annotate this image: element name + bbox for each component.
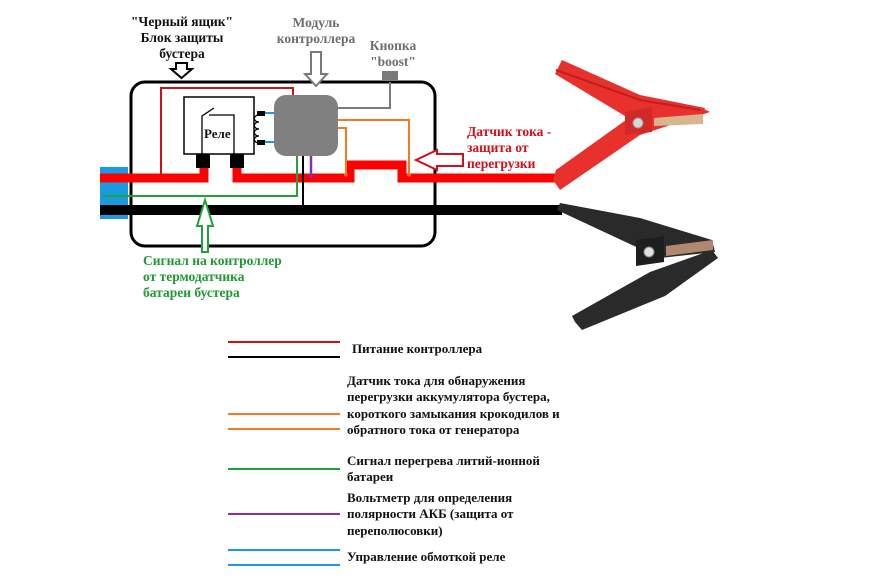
- thermo-signal-label-line: батареи бустера: [143, 285, 240, 301]
- legend-text-line: батареи: [347, 469, 394, 485]
- sensor-wire-2: [338, 119, 410, 174]
- boost-button-label: Кнопка "boost": [358, 38, 428, 70]
- thermo-signal-arrow-icon: [195, 196, 215, 253]
- black-box-label-line: бустера: [159, 46, 205, 62]
- voltmeter-contact: [308, 173, 314, 179]
- legend-item-thermo-signal: Сигнал перегрева литий-ионной батареи: [347, 453, 540, 486]
- clamp-rivet: [632, 117, 644, 129]
- controller-arrow-icon: [302, 51, 330, 88]
- controller-power-wire: [160, 87, 294, 178]
- thermo-signal-label: Сигнал на контроллер от термодатчика бат…: [143, 253, 282, 302]
- power-wire-output: [232, 160, 556, 183]
- thermo-signal-label-line: Сигнал на контроллер: [143, 253, 282, 268]
- ground-wire: [100, 205, 562, 215]
- legend-text-line: Сигнал перегрева литий-ионной: [347, 453, 540, 468]
- controller-label-line: контроллера: [276, 31, 356, 47]
- legend-text-line: обратного тока от генератора: [347, 421, 520, 437]
- legend-item-voltmeter: Вольтметр для определения полярности АКБ…: [347, 490, 513, 539]
- sensor-contact-1: [344, 173, 348, 177]
- current-sensor-arrow-icon: [413, 148, 464, 172]
- legend-item-power: Питание контроллера: [352, 341, 482, 357]
- current-sensor-label-line: перегрузки: [467, 156, 536, 172]
- legend-text-line: Датчик тока для обнаружения: [347, 373, 526, 388]
- coil-terminal-bottom: [257, 140, 265, 145]
- boost-button: [382, 71, 398, 80]
- black-box-label-line: Блок защиты: [140, 30, 224, 46]
- coil-terminal-top: [257, 111, 265, 116]
- legend-item-relay-control: Управление обмоткой реле: [347, 549, 505, 565]
- black-box-arrow-icon: [168, 62, 195, 80]
- positive-clamp: [553, 60, 710, 190]
- negative-clamp: [557, 203, 718, 330]
- legend-text-line: короткого замыкания крокодилов и: [347, 405, 560, 421]
- legend-text-line: Управление обмоткой реле: [347, 549, 506, 564]
- black-box-label-line: "Черный ящик": [130, 14, 234, 29]
- controller-module: [274, 95, 338, 156]
- black-box-label: "Черный ящик" Блок защиты бустера: [118, 14, 246, 63]
- relay-box: [183, 96, 255, 155]
- current-sensor-label-line: Датчик тока -: [467, 124, 552, 139]
- boost-button-label-line: Кнопка: [369, 38, 417, 53]
- sensor-wire-1: [338, 127, 347, 174]
- relay-terminal-1: [196, 154, 210, 168]
- current-sensor-label-line: защита от: [467, 140, 529, 156]
- relay-switch: [201, 107, 215, 154]
- legend-text-line: перегрузки аккумулятора бустера,: [347, 389, 550, 405]
- relay-coil-icon: [253, 114, 260, 144]
- boost-button-wire: [338, 82, 391, 109]
- controller-label: Модуль контроллера: [268, 15, 364, 47]
- sensor-contact-2: [407, 173, 411, 177]
- controller-label-line: Модуль: [292, 15, 340, 30]
- thermo-signal-label-line: от термодатчика: [143, 269, 245, 285]
- legend-text-line: переполюсовки): [347, 522, 443, 538]
- thermo-signal-wire: [103, 156, 298, 197]
- clamp-rivet: [643, 246, 655, 258]
- legend-item-current-sensor: Датчик тока для обнаружения перегрузки а…: [347, 373, 560, 438]
- relay-terminal-2: [230, 154, 244, 168]
- boost-button-label-line: "boost": [370, 54, 416, 70]
- current-sensor-label: Датчик тока - защита от перегрузки: [467, 124, 551, 173]
- legend-text-line: Питание контроллера: [352, 341, 483, 356]
- relay-label: Реле: [204, 126, 231, 141]
- relay-contact: [209, 114, 235, 154]
- legend-text-line: Вольтметр для определения: [347, 490, 513, 505]
- legend-text-line: полярности АКБ (защита от: [347, 506, 514, 522]
